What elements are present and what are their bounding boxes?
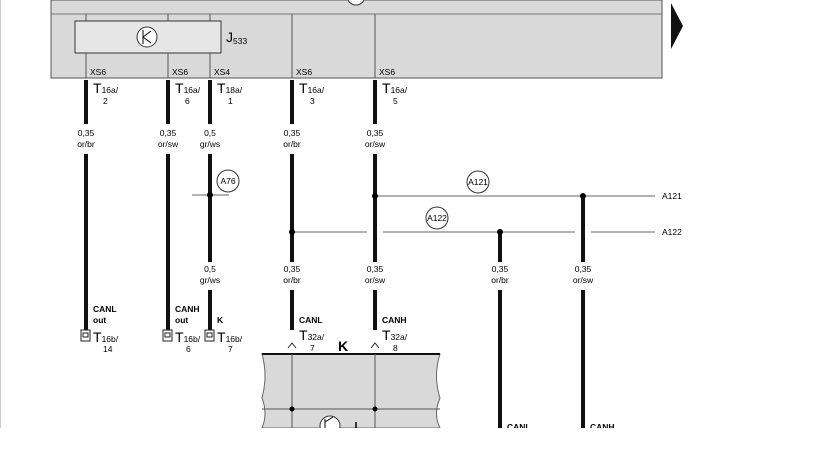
bottom-connector: T32a/ — [299, 327, 325, 343]
bus-label-a121: A121 — [662, 191, 682, 201]
top-connector: T16a/ — [299, 80, 325, 96]
xs-labels: XS6 XS6 XS4 XS6 XS6 — [90, 67, 395, 77]
bottom-cutoff — [0, 428, 819, 460]
top-circle-symbol — [347, 0, 365, 6]
connector-pin-icons — [80, 329, 215, 342]
svg-text:0,35: 0,35 — [78, 128, 95, 138]
bottom-connector-pin: 14 — [103, 344, 113, 354]
svg-text:CANH: CANH — [590, 422, 615, 432]
svg-text:out: out — [175, 315, 188, 325]
svg-text:or/br: or/br — [283, 139, 301, 149]
top-connector-pin: 2 — [103, 96, 108, 106]
xs-label: XS4 — [214, 67, 230, 77]
xs-label: XS6 — [90, 67, 106, 77]
module-k-transistor-lead — [324, 416, 334, 423]
xs-label: XS6 — [172, 67, 188, 77]
svg-text:CANL: CANL — [93, 304, 117, 314]
bottom-connector: T16b/ — [217, 329, 243, 345]
bottom-connector: T32a/ — [382, 327, 408, 343]
top-connector-pin: 3 — [310, 96, 315, 106]
bottom-connector-pin: 7 — [310, 343, 315, 353]
top-connector: T18a/ — [217, 80, 243, 96]
transistor-icon-collector — [142, 30, 152, 38]
j533-sub: 533 — [233, 36, 247, 46]
svg-text:CANL: CANL — [299, 315, 323, 325]
svg-text:or/sw: or/sw — [365, 139, 386, 149]
junction-dots — [207, 192, 586, 235]
j533-label: J533 — [226, 29, 247, 46]
svg-text:CANH: CANH — [175, 304, 200, 314]
top-connector: T16a/ — [382, 80, 408, 96]
svg-text:0,35: 0,35 — [367, 128, 384, 138]
svg-text:0,35: 0,35 — [575, 264, 592, 274]
node-markers: A76 A121 A122 — [216, 169, 490, 230]
module-k-dots — [289, 406, 378, 412]
xs-label: XS6 — [296, 67, 312, 77]
bottom-connector-pin: 6 — [186, 344, 191, 354]
node-a76: A76 — [220, 176, 235, 186]
top-connector-labels: T16a/ 2 T16a/ 6 T18a/ 1 T16a/ 3 T16a/ 5 — [93, 80, 408, 106]
node-a121: A121 — [468, 177, 488, 187]
bottom-connector-pin: 8 — [393, 343, 398, 353]
svg-text:or/br: or/br — [491, 275, 509, 285]
svg-text:0,35: 0,35 — [367, 264, 384, 274]
bus-label-a122: A122 — [662, 227, 682, 237]
svg-text:0,35: 0,35 — [284, 264, 301, 274]
continuation-arrow-icon — [671, 3, 683, 49]
top-connector: T16a/ — [93, 80, 119, 96]
svg-text:0,35: 0,35 — [160, 128, 177, 138]
svg-text:gr/ws: gr/ws — [200, 139, 220, 149]
svg-text:CANH: CANH — [382, 315, 407, 325]
thick-wires — [84, 80, 585, 428]
xs-label: XS6 — [379, 67, 395, 77]
bottom-connector-labels: T16b/ 14 T16b/ 6 T16b/ 7 T32a/ 7 T32a/ 8 — [93, 327, 408, 354]
svg-text:CANL: CANL — [507, 422, 531, 432]
module-k-label: K — [338, 338, 348, 354]
svg-text:or/br: or/br — [77, 139, 95, 149]
svg-text:or/br: or/br — [283, 275, 301, 285]
svg-text:0,5: 0,5 — [204, 264, 216, 274]
svg-text:0,5: 0,5 — [204, 128, 216, 138]
svg-text:0,35: 0,35 — [284, 128, 301, 138]
node-a122: A122 — [427, 213, 447, 223]
bus-lines — [192, 194, 655, 233]
bottom-connector: T16b/ — [175, 329, 201, 345]
svg-text:or/sw: or/sw — [573, 275, 594, 285]
transistor-icon-emitter — [142, 36, 152, 44]
svg-text:K: K — [217, 315, 224, 325]
internal-leads — [85, 14, 376, 78]
transistor-circle — [136, 26, 158, 48]
bottom-connector: T16b/ — [93, 329, 119, 345]
svg-text:0,35: 0,35 — [492, 264, 509, 274]
module-k-block — [261, 353, 441, 429]
j533-name: J — [226, 29, 233, 45]
svg-text:out: out — [93, 315, 106, 325]
bottom-connector-pin: 7 — [228, 344, 233, 354]
top-connector-pin: 6 — [185, 96, 190, 106]
top-connector: T16a/ — [175, 80, 201, 96]
svg-text:or/sw: or/sw — [365, 275, 386, 285]
top-connector-pin: 5 — [393, 96, 398, 106]
top-connector-pin: 1 — [228, 96, 233, 106]
connector-arrow-icons — [287, 342, 380, 349]
svg-text:gr/ws: gr/ws — [200, 275, 220, 285]
svg-text:or/sw: or/sw — [158, 139, 179, 149]
